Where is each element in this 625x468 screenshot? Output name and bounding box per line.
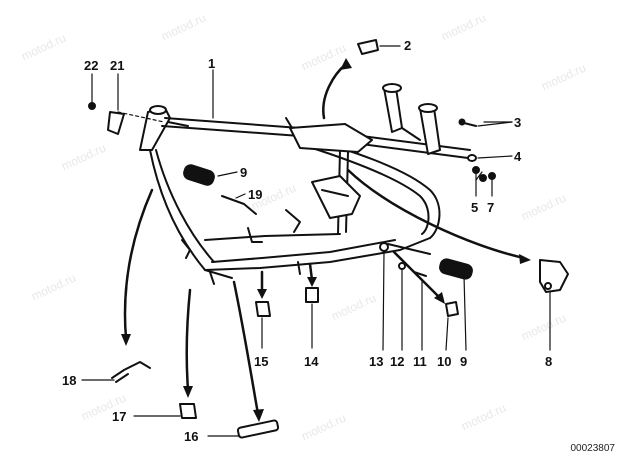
part-10-bracket	[445, 301, 459, 317]
part-19-clip	[221, 195, 257, 215]
part-18-hook	[111, 361, 151, 383]
part-5-nut	[472, 166, 487, 182]
callout-14: 14	[304, 354, 319, 369]
callout-22: 22	[84, 58, 98, 73]
callout-9-lower: 9	[460, 354, 467, 369]
part-21-bracket	[107, 111, 125, 135]
callout-21: 21	[110, 58, 124, 73]
callout-17: 17	[112, 409, 126, 424]
callout-3: 3	[514, 115, 521, 130]
callout-11: 11	[413, 354, 427, 369]
part-9-rubber-lower	[439, 258, 473, 280]
arrow-heads	[121, 58, 531, 422]
callout-16: 16	[184, 429, 198, 444]
callout-4: 4	[514, 149, 522, 164]
reference-code: 00023807	[570, 443, 616, 454]
callout-1: 1	[208, 56, 215, 71]
part-9-rubber-upper	[183, 164, 215, 186]
callout-9-upper: 9	[240, 165, 247, 180]
part-2-cap	[357, 39, 379, 55]
callout-labels: 1 2 3 4 5 7 8 9 9 10 11 12 13 14 15 16 1…	[62, 38, 552, 444]
part-13-pin	[379, 242, 431, 255]
part-7-nut	[488, 172, 496, 180]
callout-18: 18	[62, 373, 76, 388]
leader-lines	[81, 45, 551, 437]
part-14-block	[305, 287, 319, 303]
callout-13: 13	[369, 354, 383, 369]
part-4-washer	[467, 154, 477, 162]
callout-15: 15	[254, 354, 268, 369]
callout-10: 10	[437, 354, 451, 369]
callout-8: 8	[545, 354, 552, 369]
callout-19: 19	[248, 187, 262, 202]
part-16-tube	[236, 419, 280, 439]
part-17-clamp	[179, 403, 197, 419]
main-frame	[139, 83, 471, 285]
part-8-bracket	[539, 259, 569, 293]
callout-12: 12	[390, 354, 404, 369]
callout-5: 5	[471, 200, 478, 215]
part-3-bolt	[458, 118, 477, 127]
part-12-circlip	[398, 262, 406, 270]
callout-2: 2	[404, 38, 411, 53]
callout-7: 7	[487, 200, 494, 215]
part-15-block	[255, 301, 271, 317]
